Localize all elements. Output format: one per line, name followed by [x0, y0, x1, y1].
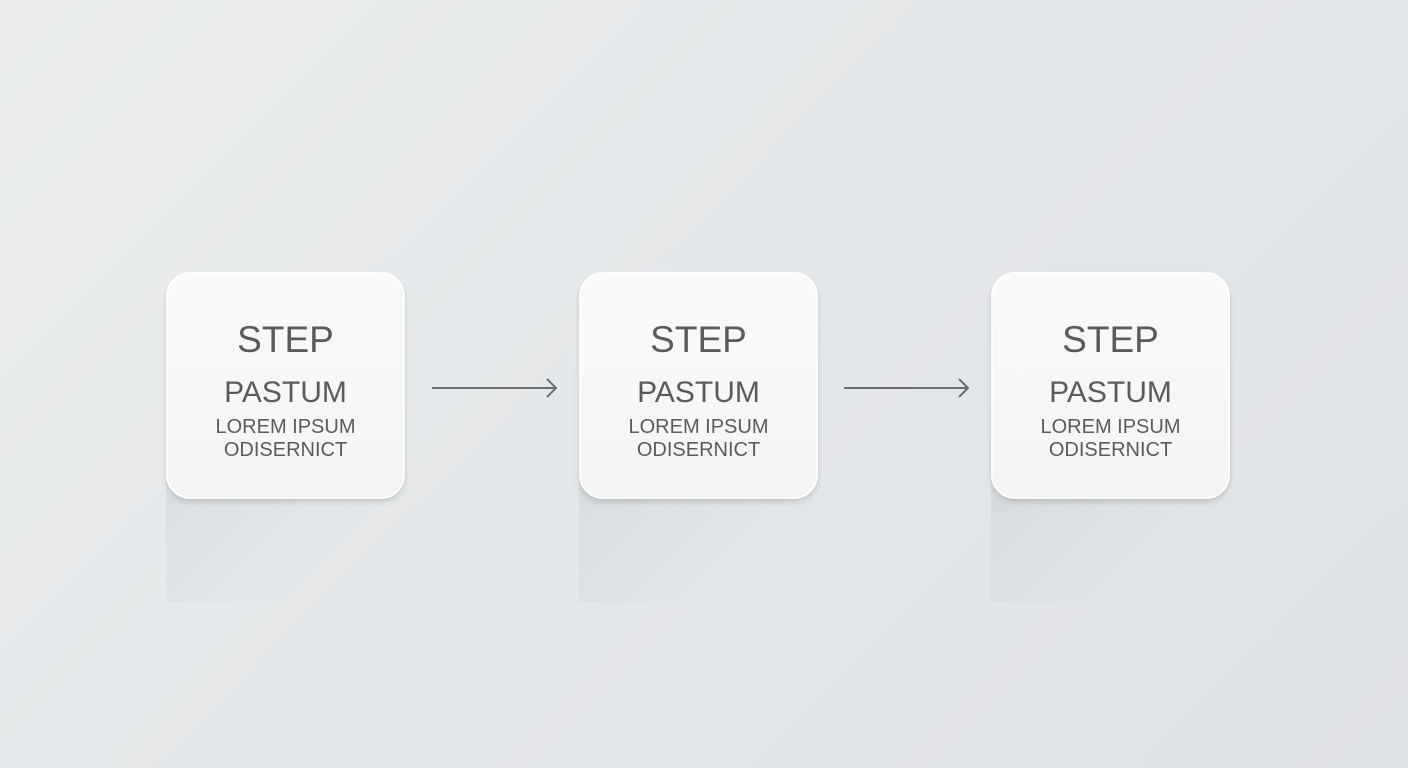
step-line-2: ODISERNICT: [223, 439, 348, 461]
step-title: STEP: [237, 319, 334, 360]
arrow-right-icon: [844, 378, 970, 398]
step-line-2: ODISERNICT: [1048, 439, 1173, 461]
arrow-right-icon: [432, 378, 558, 398]
step-card-body: STEP PASTUM LOREM IPSUM ODISERNICT: [166, 272, 405, 499]
step-card-1: STEP PASTUM LOREM IPSUM ODISERNICT: [166, 272, 405, 602]
step-card-2: STEP PASTUM LOREM IPSUM ODISERNICT: [579, 272, 818, 602]
step-line-2: ODISERNICT: [636, 439, 761, 461]
step-card-body: STEP PASTUM LOREM IPSUM ODISERNICT: [579, 272, 818, 499]
step-line-1: LOREM IPSUM: [1040, 416, 1181, 438]
step-card-body: STEP PASTUM LOREM IPSUM ODISERNICT: [991, 272, 1230, 499]
step-line-1: LOREM IPSUM: [215, 416, 356, 438]
step-title: STEP: [1062, 319, 1159, 360]
step-name: PASTUM: [1049, 376, 1172, 409]
step-name: PASTUM: [637, 376, 760, 409]
step-card-3: STEP PASTUM LOREM IPSUM ODISERNICT: [991, 272, 1230, 602]
step-title: STEP: [650, 319, 747, 360]
step-line-1: LOREM IPSUM: [628, 416, 769, 438]
step-name: PASTUM: [224, 376, 347, 409]
